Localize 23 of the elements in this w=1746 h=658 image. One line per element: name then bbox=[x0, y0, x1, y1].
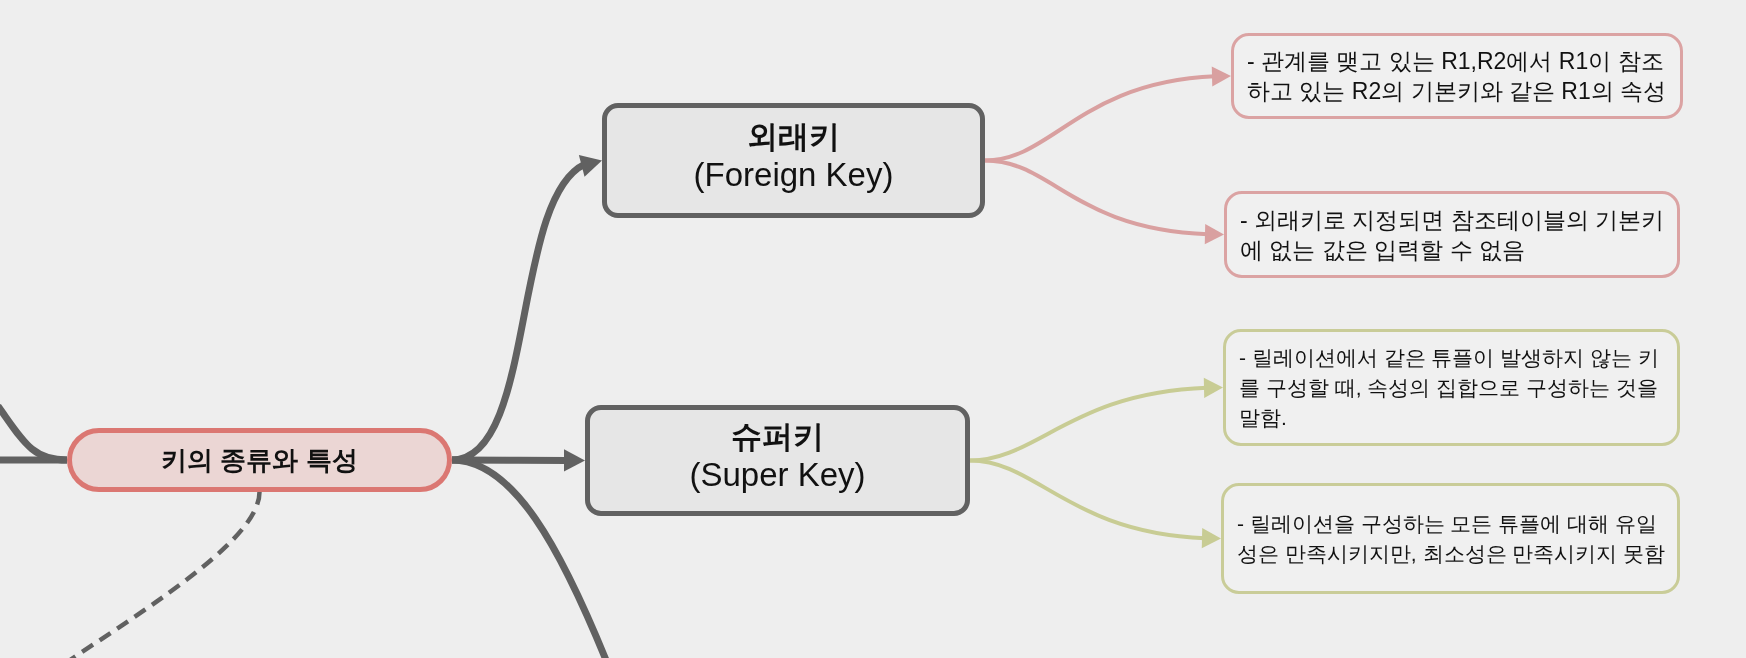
connector-line bbox=[0, 456, 67, 464]
topic-label: 키의 종류와 특성 bbox=[161, 444, 358, 476]
note-box bbox=[1223, 329, 1680, 446]
note-box bbox=[1221, 483, 1680, 594]
topic-title: 슈퍼키 bbox=[731, 417, 824, 456]
arrow bbox=[984, 66, 1231, 163]
note-text: - 관계를 맺고 있는 R1,R2에서 R1이 참조하고 있는 R2의 기본키와 같은 R1의 속성 bbox=[1247, 47, 1668, 106]
note-box bbox=[1231, 33, 1683, 119]
topic-box bbox=[585, 405, 970, 516]
note-text: - 릴레이션을 구성하는 모든 튜플에 대해 유일성은 만족시키지만, 최소성은 만족시키지 못함 bbox=[1237, 510, 1667, 567]
arrow bbox=[984, 158, 1224, 245]
arrow bbox=[969, 458, 1221, 549]
note-text: - 외래키로 지정되면 참조테이블의 기본키에 없는 값은 입력할 수 없음 bbox=[1240, 205, 1666, 265]
arrow bbox=[969, 377, 1223, 463]
topic-subtitle: (Super Key) bbox=[689, 455, 866, 494]
connector-line bbox=[451, 456, 610, 658]
note-text: - 릴레이션에서 같은 튜플이 발생하지 않는 키를 구성할 때, 속성의 집합으로 구성하는 것을 말함. bbox=[1239, 344, 1660, 431]
topic-box bbox=[602, 103, 985, 218]
connector-line bbox=[0, 404, 68, 464]
note-box bbox=[1224, 191, 1680, 278]
topic-title: 외래키 bbox=[747, 117, 840, 156]
topic-subtitle: (Foreign Key) bbox=[693, 155, 894, 194]
dashed-connector bbox=[68, 491, 262, 658]
